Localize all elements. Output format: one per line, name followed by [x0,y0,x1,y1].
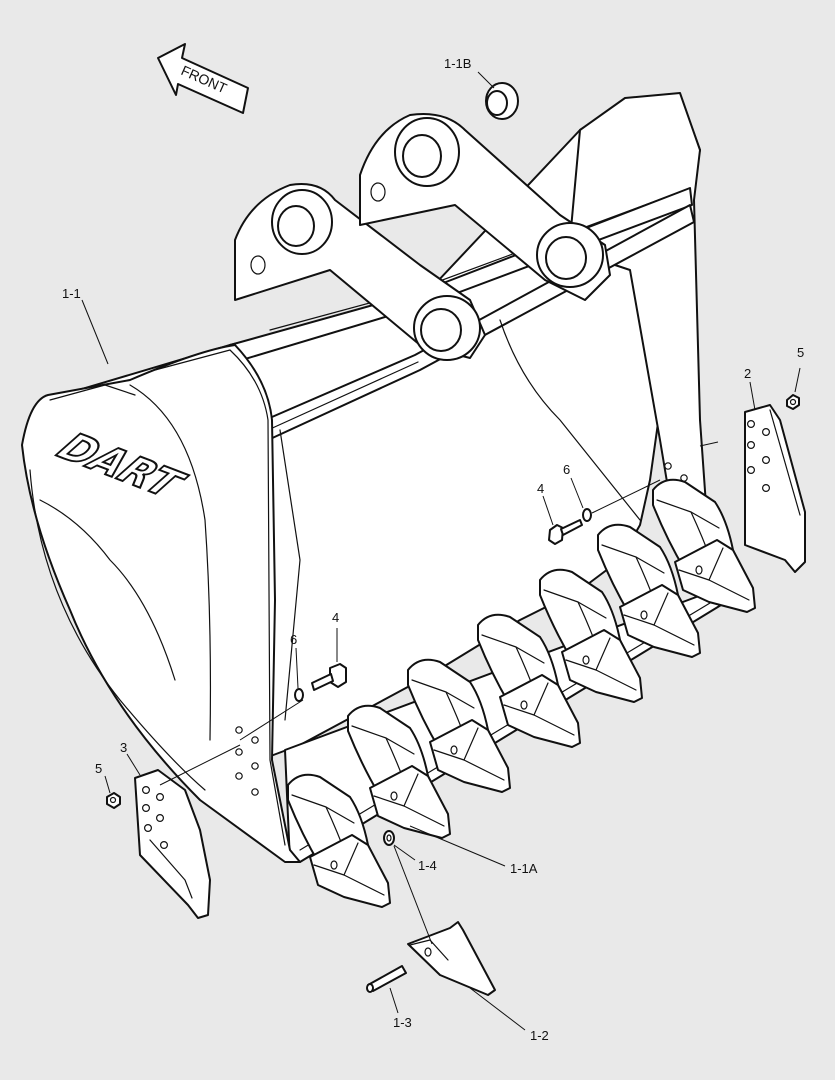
callout-washer-right: 6 [563,462,570,477]
bushing-part [485,82,519,120]
tooth-pin [366,965,407,993]
washer-right [582,508,592,522]
tooth-assembly [407,658,511,793]
mounting-ears [234,113,611,361]
callout-side-cutter-left: 3 [120,740,127,755]
callout-washer-left: 6 [290,632,297,647]
bolt-right [548,519,583,545]
side-cutter-right [744,404,806,573]
nut-right [786,394,800,410]
side-cutter-left [134,769,211,919]
tooth-assembly [652,478,756,613]
callout-bolt-left: 4 [332,610,339,625]
tooth-assembly [539,568,643,703]
tooth-assembly [347,704,451,839]
callout-labels: 1-1 1-1B 2 5 4 6 4 6 3 5 1-4 1-1A 1-3 1-… [62,56,804,1043]
tooth-assembly [597,523,701,658]
callout-bolt-right: 4 [537,481,544,496]
lock-washer [383,830,395,846]
callout-side-cutter-right: 2 [744,366,751,381]
bucket-left-side-plate: DART [21,344,301,863]
callout-bushing: 1-1B [444,56,471,71]
callout-nut-left: 5 [95,761,102,776]
bucket-teeth [287,478,756,908]
tooth-assembly [477,613,581,748]
exploded-tooth [407,921,496,996]
callout-adapter: 1-1A [510,861,538,876]
callout-lock-washer: 1-4 [418,858,437,873]
callout-bucket: 1-1 [62,286,81,301]
bolt-left [311,663,347,691]
callout-tooth: 1-2 [530,1028,549,1043]
callout-tooth-pin: 1-3 [393,1015,412,1030]
front-arrow: FRONT [157,43,249,114]
tooth-assembly [287,773,391,908]
washer-left [294,688,304,702]
callout-nut-right: 5 [797,345,804,360]
leader-lines [81,71,801,1031]
nut-left [106,792,121,809]
